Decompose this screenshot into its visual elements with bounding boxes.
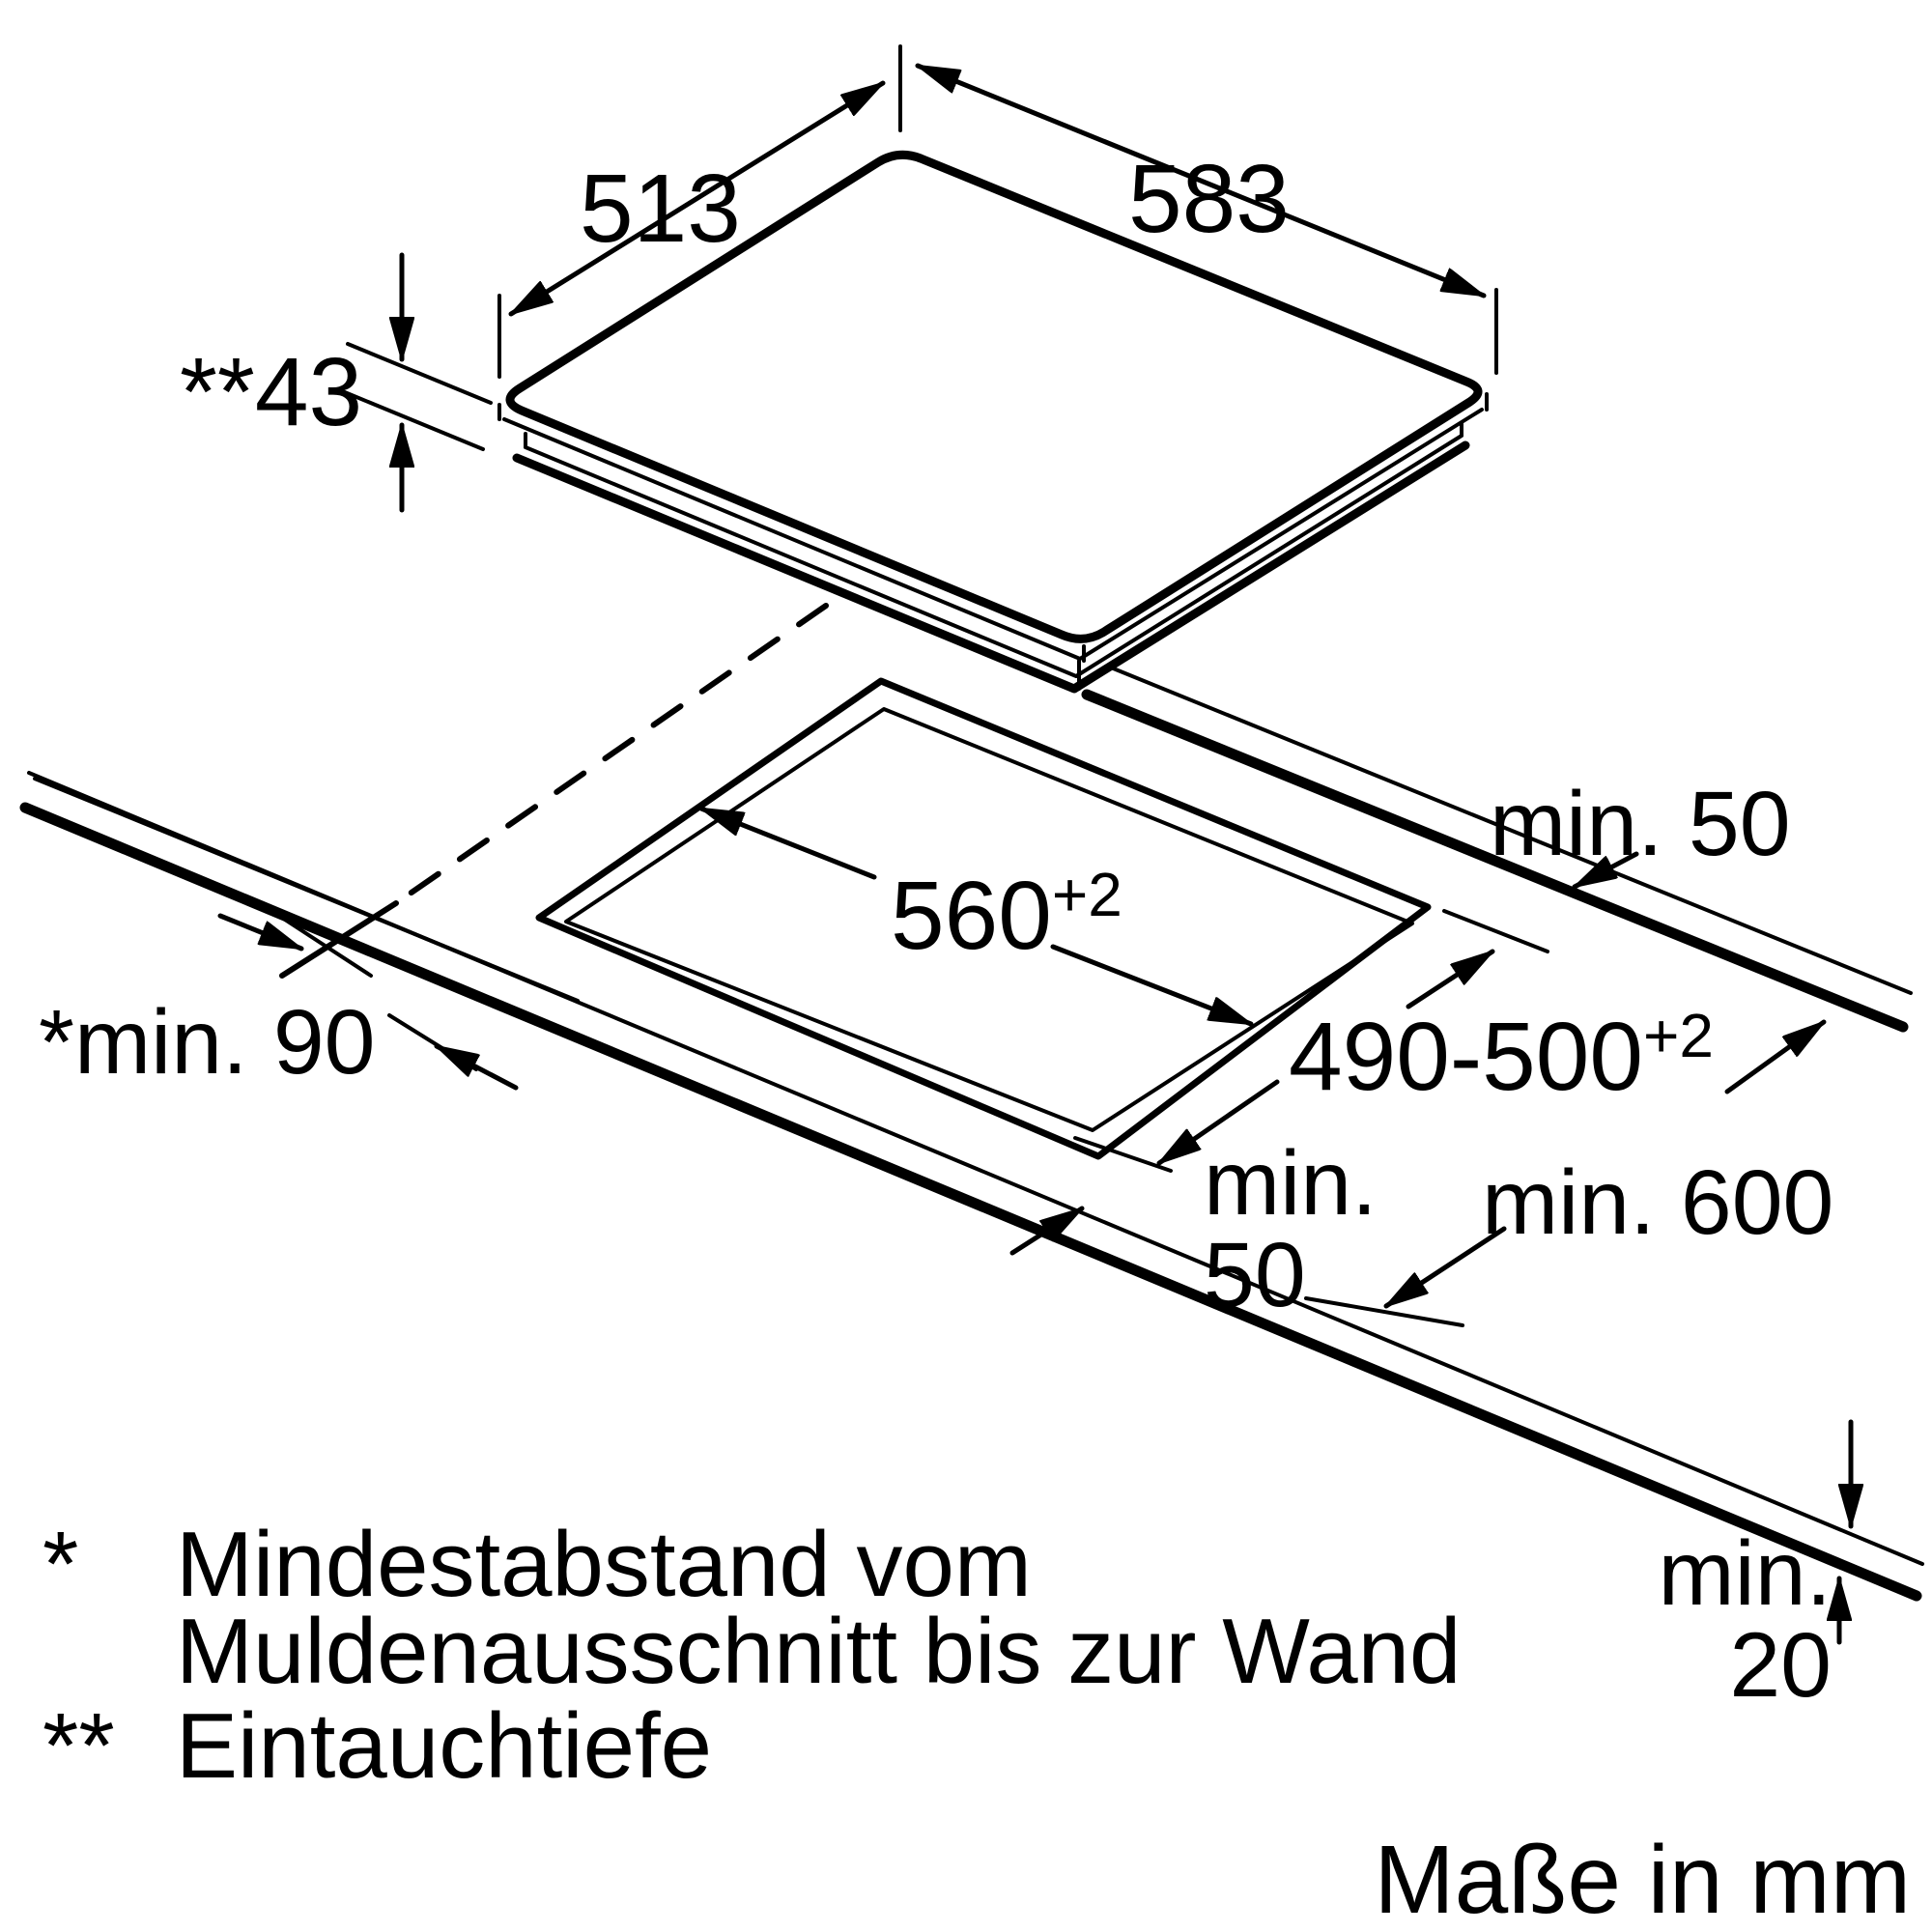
dim-label-hob-width: 583	[1128, 145, 1290, 253]
min50-front-arrow	[1009, 1206, 1085, 1256]
dim-label-cutout-width: 560+2	[891, 864, 1122, 964]
cutout-inner-outline	[564, 707, 1414, 1132]
dim-label-wall-clearance: *min. 90	[39, 991, 376, 1094]
cutout-outer-outline	[535, 677, 1432, 1160]
dim-label-front-clearance: min.50	[1204, 1138, 1377, 1321]
dim-490-arrow-upper	[1406, 949, 1495, 1009]
dim-560-line-right	[1050, 944, 1254, 1027]
worktop-rear-edge	[1109, 666, 1913, 995]
dim-label-rear-clearance: min. 50	[1490, 773, 1791, 875]
hidden-edge-solid-end	[279, 900, 399, 979]
front-clearance-line2: 50	[1204, 1224, 1306, 1326]
cutout-depth-tolerance: +2	[1643, 1001, 1714, 1070]
dim-490-ext-lower	[1073, 1136, 1173, 1173]
front-edge-distance-line1: min.	[1658, 1522, 1832, 1625]
front-edge-distance-line2: 20	[1729, 1614, 1832, 1717]
hob-body-outline	[512, 440, 1470, 694]
min50-rear-arrow	[1572, 851, 1639, 890]
dim-490-arrow-lower	[1156, 1079, 1280, 1166]
dim-label-immersion-depth: **43	[180, 338, 363, 446]
dim-490-ext-upper	[1442, 909, 1549, 953]
dim-513-line	[508, 80, 886, 317]
min90-arrow-right	[434, 1043, 519, 1091]
min90-arrow-left	[217, 913, 304, 952]
units-note: Maße in mm	[1374, 1826, 1911, 1932]
footnote-double-asterisk: **	[43, 1694, 115, 1798]
hob-body-top-line	[524, 422, 1463, 691]
min600-arrow-upper	[1724, 1019, 1827, 1094]
footnote-2-line1: Eintauchtiefe	[176, 1694, 713, 1798]
dim-560-line-left	[698, 806, 877, 880]
footnote-1-line1: Mindestabstand vom	[176, 1513, 1032, 1616]
dim-label-front-edge-distance: min.20	[1642, 1528, 1832, 1712]
cutout-width-tolerance: +2	[1051, 860, 1122, 929]
wall-line	[1081, 689, 1909, 1033]
footnote-asterisk: *	[43, 1513, 79, 1616]
footnote-1-line2: Muldenausschnitt bis zur Wand	[176, 1600, 1462, 1703]
min600-tick-front	[1304, 1296, 1464, 1327]
worktop-rear-edge-left	[33, 777, 580, 1003]
dim-label-worktop-depth: min. 600	[1482, 1151, 1834, 1254]
hidden-edge-dashed	[393, 603, 829, 906]
cutout-depth-value: 490-500	[1289, 1003, 1643, 1111]
dim-583-line	[915, 63, 1487, 298]
min600-arrow-lower	[1383, 1226, 1507, 1309]
dim-43-ext-lower	[338, 388, 485, 451]
hob-glass-outline	[505, 150, 1483, 643]
hob-glass-underside	[497, 392, 1489, 663]
dim-label-cutout-depth: 490-500+2	[1289, 1005, 1714, 1105]
dim-43-ext-upper	[346, 342, 493, 405]
cutout-width-value: 560	[891, 862, 1052, 970]
front-clearance-line1: min.	[1204, 1132, 1378, 1235]
dim-label-hob-depth: 513	[580, 155, 741, 263]
